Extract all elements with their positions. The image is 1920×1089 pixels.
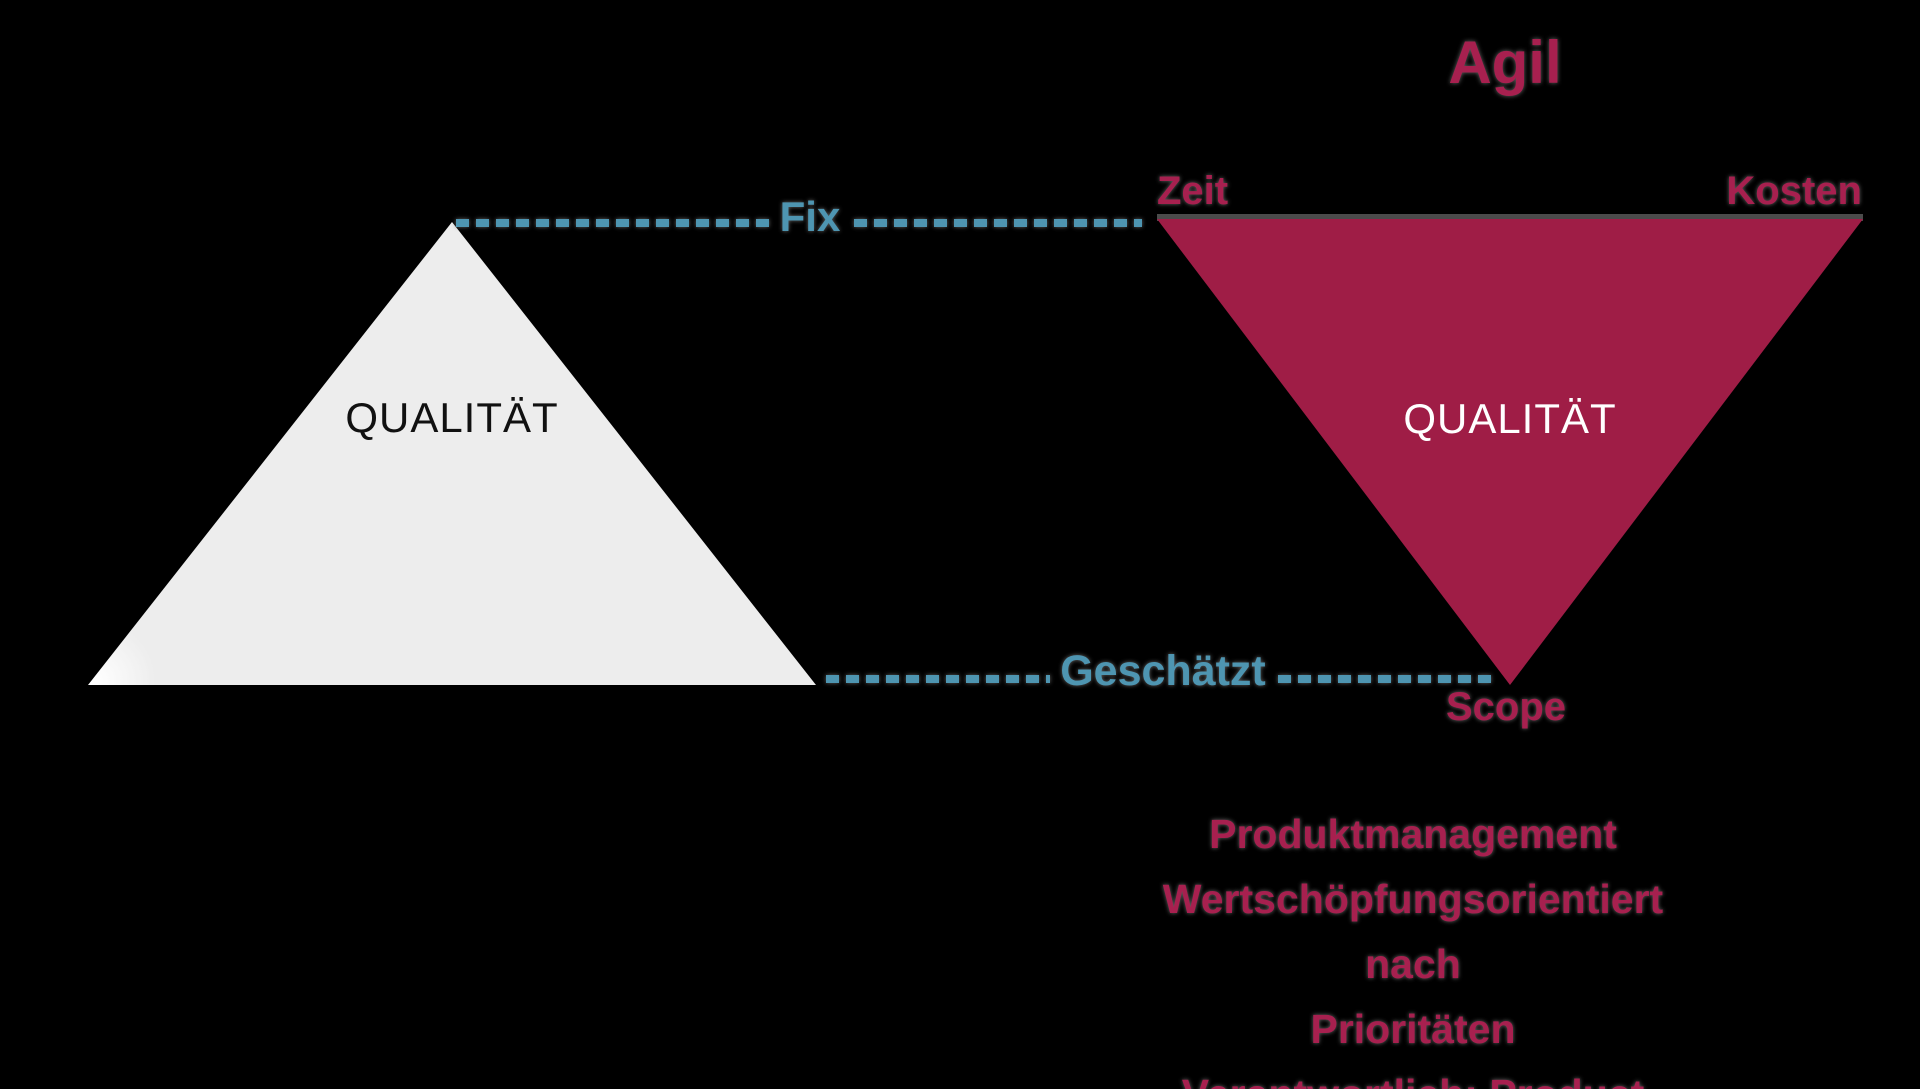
- left-quality-label: QUALITÄT: [345, 394, 559, 441]
- kosten-vertex-label: Kosten: [1726, 169, 1862, 213]
- zeit-vertex-label: Zeit: [1157, 169, 1229, 213]
- right-quality-label: QUALITÄT: [1403, 395, 1617, 442]
- quality-triangle-fixed: QUALITÄT: [88, 222, 816, 685]
- fix-label: Fix: [779, 193, 841, 240]
- footer-line: Verantwortlich: Product Owner: [1136, 1062, 1690, 1089]
- product-owner-note: Produktmanagement Wertschöpfungsorientie…: [1136, 802, 1690, 1089]
- footer-line: Produktmanagement: [1209, 811, 1617, 857]
- scope-vertex-label: Scope: [1446, 685, 1567, 729]
- footer-line: Prioritäten: [1310, 1006, 1516, 1052]
- quality-triangle-agile: QUALITÄT: [1157, 219, 1863, 685]
- geschaetzt-line-right-segment: [1278, 675, 1498, 683]
- geschaetzt-line-left-segment: [826, 675, 1050, 683]
- geschaetzt-label: Geschätzt: [1060, 647, 1266, 695]
- footer-line: Wertschöpfungsorientiert nach: [1162, 876, 1664, 987]
- fix-line-right-segment: [854, 219, 1142, 227]
- agil-title: Agil: [1448, 29, 1562, 96]
- fix-line-left-segment: [456, 219, 770, 227]
- agile-triangle-top-edge: [1157, 214, 1863, 221]
